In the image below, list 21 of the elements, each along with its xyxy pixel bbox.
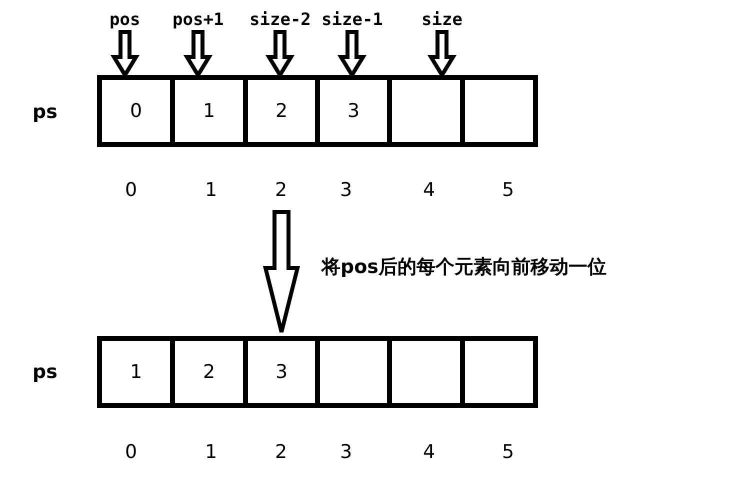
index-label: 3 — [340, 441, 352, 463]
pointer-label: size-2 — [250, 10, 311, 30]
index-label: 2 — [275, 441, 288, 463]
index-label: 2 — [275, 179, 288, 201]
index-label: 1 — [205, 179, 218, 201]
index-label: 4 — [423, 179, 436, 201]
edge-label: 将pos后的每个元素向前移动一位 — [322, 256, 606, 278]
index-label: 0 — [125, 179, 138, 201]
index-label: 0 — [125, 441, 138, 463]
index-label: 3 — [340, 179, 352, 201]
index-label: 4 — [423, 441, 436, 463]
pointer-label: pos+1 — [172, 10, 224, 30]
index-label: 5 — [502, 441, 514, 463]
array-name: ps — [32, 101, 58, 123]
index-label: 5 — [502, 179, 514, 201]
pointer-label: pos — [110, 10, 140, 30]
block-arrow — [262, 210, 300, 334]
pointer-label: size — [422, 10, 462, 30]
pointer-label: size-1 — [322, 10, 383, 30]
array-name: ps — [32, 361, 58, 383]
index-label: 1 — [205, 441, 218, 463]
